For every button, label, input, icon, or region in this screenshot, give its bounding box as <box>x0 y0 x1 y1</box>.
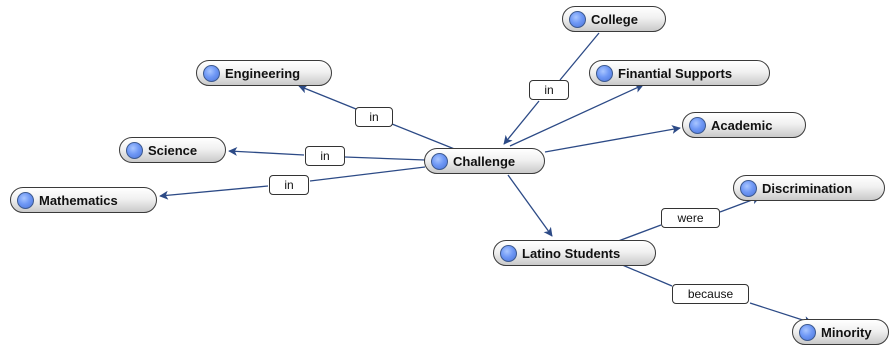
edge-challenge-latino <box>507 174 553 237</box>
concept-bullet-icon <box>500 244 517 262</box>
edge-challenge-academic <box>544 124 681 153</box>
node-label: College <box>591 11 638 27</box>
edge-challenge-mathematics <box>309 166 426 182</box>
node-label: Science <box>148 142 198 158</box>
node-label: Finantial Supports <box>618 65 733 81</box>
concept-bullet-icon <box>689 116 706 134</box>
link-label-because: because <box>672 284 749 304</box>
node-financial-supports[interactable]: Finantial Supports <box>589 60 770 86</box>
concept-bullet-icon <box>569 10 586 28</box>
node-challenge[interactable]: Challenge <box>424 148 545 174</box>
node-label: Challenge <box>453 153 516 169</box>
node-label: Academic <box>711 117 773 133</box>
edge-challenge-science <box>344 156 426 161</box>
node-minority[interactable]: Minority <box>792 319 889 345</box>
edge-college-challenge <box>559 32 600 81</box>
edge-latino-minority <box>619 263 673 287</box>
node-latino-students[interactable]: Latino Students <box>493 240 656 266</box>
link-label-science-in: in <box>305 146 345 166</box>
node-discrimination[interactable]: Discrimination <box>733 175 885 201</box>
concept-bullet-icon <box>799 323 816 341</box>
concept-bullet-icon <box>596 64 613 82</box>
concept-bullet-icon <box>126 141 143 159</box>
node-mathematics[interactable]: Mathematics <box>10 187 157 213</box>
link-label-mathematics-in: in <box>269 175 309 195</box>
concept-bullet-icon <box>17 191 34 209</box>
edge-challenge-science-arrow <box>228 146 305 156</box>
concept-bullet-icon <box>740 179 757 197</box>
edge-challenge-engineering-arrow <box>298 84 357 110</box>
node-label: Mathematics <box>39 192 118 208</box>
node-engineering[interactable]: Engineering <box>196 60 332 86</box>
node-label: Latino Students <box>522 245 621 261</box>
node-science[interactable]: Science <box>119 137 226 163</box>
node-academic[interactable]: Academic <box>682 112 806 138</box>
node-label: Discrimination <box>762 180 853 196</box>
edge-challenge-mathematics-arrow <box>159 185 269 200</box>
concept-bullet-icon <box>203 64 220 82</box>
link-label-college-in: in <box>529 80 569 100</box>
node-college[interactable]: College <box>562 6 666 32</box>
node-label: Engineering <box>225 65 301 81</box>
edge-college-challenge-arrow <box>503 100 540 145</box>
node-label: Minority <box>821 324 872 340</box>
edge-challenge-engineering <box>391 123 458 151</box>
concept-bullet-icon <box>431 152 448 170</box>
link-label-engineering-in: in <box>355 107 393 127</box>
link-label-were: were <box>661 208 720 228</box>
edge-challenge-financial <box>509 84 644 147</box>
